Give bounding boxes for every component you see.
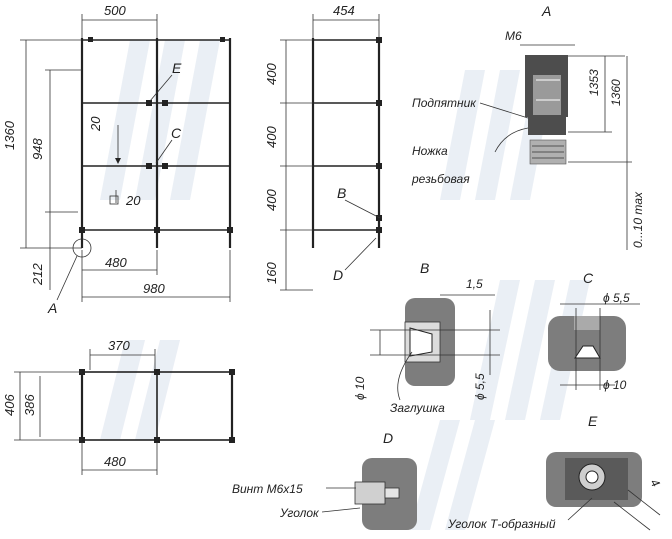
- callout-b: B: [337, 185, 346, 201]
- detail-b-gap: 1,5: [466, 277, 483, 291]
- detail-a-part-2-l1: Ножка: [412, 144, 448, 158]
- detail-a-h2: 1360: [609, 79, 623, 106]
- detail-b-title: B: [420, 260, 429, 276]
- dim-grid-20-a: 20: [88, 116, 103, 132]
- top-view: 370 406 386 480: [2, 338, 235, 475]
- detail-a-part-1: Подпятник: [412, 96, 477, 110]
- detail-a-h1: 1353: [587, 69, 601, 96]
- side-view: 454 400 400 400 160 B D: [264, 3, 382, 291]
- detail-d-part-2: Уголок: [279, 506, 320, 520]
- callout-c: C: [171, 125, 182, 141]
- detail-a-part-2-l2: резьбовая: [411, 172, 470, 186]
- dim-leg-160: 160: [264, 262, 279, 284]
- dim-depth-406: 406: [2, 394, 17, 416]
- detail-b-diameter2: ϕ 5,5: [473, 373, 487, 400]
- dim-inner-370: 370: [108, 338, 130, 353]
- dim-width-500: 500: [104, 3, 126, 18]
- dim-depth-454: 454: [333, 3, 355, 18]
- detail-e-title: E: [588, 413, 598, 429]
- dim-shelf-400-1: 400: [264, 63, 279, 85]
- detail-b: B 1,5 ϕ 10 ϕ 5,5 Заглушка: [353, 260, 500, 415]
- detail-e-part: Уголок Т-образный: [447, 517, 556, 531]
- dim-shelf-948: 948: [30, 138, 45, 160]
- detail-c: C ϕ 5,5 ϕ 10: [548, 270, 640, 392]
- detail-a-thread: M6: [505, 29, 522, 43]
- detail-e-size: 4: [647, 477, 663, 490]
- dim-top-480: 480: [104, 454, 126, 469]
- dim-total-980: 980: [143, 281, 165, 296]
- dim-leg-212: 212: [30, 263, 45, 286]
- detail-a-adjust: 0...10 max: [631, 191, 645, 248]
- dim-half-480: 480: [105, 255, 127, 270]
- dim-grid-20-b: 20: [125, 193, 141, 208]
- detail-c-diameter2: ϕ 10: [603, 378, 627, 392]
- detail-e: E Уголок Т-образный 4: [447, 413, 663, 531]
- front-view: A E C 500 1360 948 212 20 20 480 980: [2, 3, 233, 316]
- detail-d-part-1: Винт М6х15: [232, 482, 303, 496]
- detail-b-part: Заглушка: [390, 401, 445, 415]
- detail-b-diameter: ϕ 10: [353, 376, 367, 400]
- watermark-logo-front: [100, 40, 220, 200]
- callout-e: E: [172, 60, 182, 76]
- detail-d-title: D: [383, 430, 393, 446]
- detail-a-title: A: [541, 3, 551, 19]
- dim-height-1360: 1360: [2, 120, 17, 150]
- watermark-logos: [100, 40, 590, 530]
- detail-c-title: C: [583, 270, 594, 286]
- dim-depth-386: 386: [22, 394, 37, 416]
- dim-shelf-400-2: 400: [264, 126, 279, 148]
- detail-d: D Винт М6х15 Уголок: [232, 430, 417, 530]
- dim-shelf-400-3: 400: [264, 189, 279, 211]
- callout-a: A: [47, 300, 57, 316]
- detail-c-diameter: ϕ 5,5: [603, 291, 630, 305]
- watermark-logo-bottom: [410, 420, 495, 530]
- callout-d: D: [333, 267, 343, 283]
- detail-a: A M6 1353 1360 0...10 max Подпятник Ножк…: [411, 3, 645, 250]
